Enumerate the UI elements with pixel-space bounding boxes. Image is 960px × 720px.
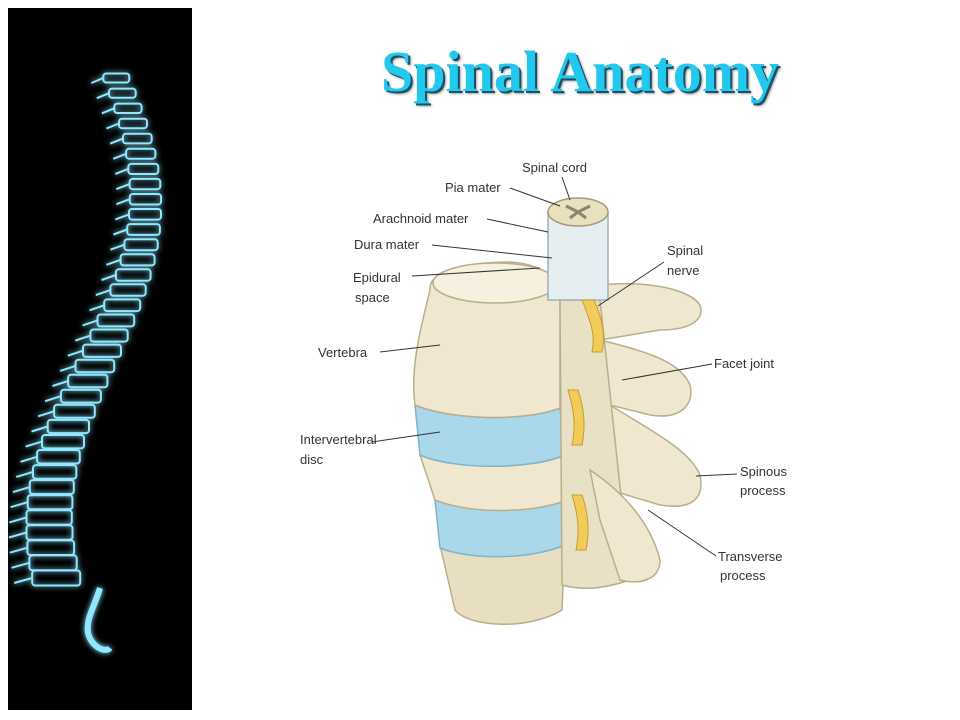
leader-pia-mater bbox=[509, 187, 561, 207]
label-spinal-nerve-line2: nerve bbox=[667, 263, 700, 278]
spinal-nerve-1 bbox=[581, 299, 605, 353]
xray-vertebrae bbox=[8, 72, 163, 587]
xray-process bbox=[67, 349, 84, 357]
label-arachnoid-mater: Arachnoid mater bbox=[373, 211, 469, 226]
xray-process bbox=[109, 137, 124, 145]
xray-process bbox=[52, 380, 69, 387]
grey-matter bbox=[565, 204, 591, 220]
xray-process bbox=[95, 289, 111, 297]
xray-process bbox=[82, 319, 98, 327]
xray-process bbox=[10, 501, 28, 509]
xray-vertebra bbox=[119, 253, 156, 267]
xray-process bbox=[116, 198, 131, 206]
xray-process bbox=[37, 410, 55, 418]
xray-vertebra bbox=[36, 449, 81, 465]
xray-vertebra bbox=[125, 147, 157, 160]
label-pia-mater: Pia mater bbox=[445, 180, 501, 195]
label-vertebra: Vertebra bbox=[318, 345, 368, 360]
xray-process bbox=[101, 274, 117, 281]
leader-intervertebral-disc bbox=[371, 431, 441, 443]
xray-process bbox=[110, 243, 125, 251]
xray-process bbox=[8, 531, 27, 539]
xray-process bbox=[11, 561, 30, 569]
lower-vertebral-body bbox=[439, 539, 566, 625]
label-transverse-process-line1: Transverse bbox=[718, 549, 783, 564]
spinal-cord-column bbox=[547, 211, 609, 301]
leader-spinous-process bbox=[695, 473, 738, 477]
xray-vertebra bbox=[103, 298, 142, 313]
lower-spinous-process bbox=[609, 403, 702, 507]
xray-process bbox=[96, 92, 110, 100]
label-epidural-space-line2: space bbox=[355, 290, 390, 305]
xray-process bbox=[15, 470, 34, 478]
xray-spine-panel bbox=[8, 8, 192, 710]
leader-arachnoid-mater bbox=[486, 218, 549, 233]
xray-process bbox=[89, 304, 105, 312]
xray-process bbox=[74, 334, 91, 342]
xray-process bbox=[12, 486, 31, 494]
xray-process bbox=[9, 516, 27, 524]
xray-sacrum bbox=[84, 587, 113, 653]
label-dura-mater: Dura mater bbox=[354, 237, 420, 252]
vertebral-endplate bbox=[432, 262, 558, 304]
xray-process bbox=[115, 213, 130, 221]
xray-process bbox=[59, 364, 76, 372]
xray-vertebra bbox=[128, 177, 162, 191]
leader-dura-mater bbox=[431, 244, 553, 259]
spinal-nerve-3 bbox=[571, 494, 589, 551]
leader-transverse-process bbox=[647, 509, 717, 557]
xray-process bbox=[44, 395, 62, 403]
label-spinous-process-line2: process bbox=[740, 483, 786, 498]
xray-process bbox=[112, 152, 127, 160]
xray-vertebra bbox=[128, 208, 162, 221]
spinal-nerve-2 bbox=[567, 389, 585, 446]
xray-process bbox=[113, 228, 128, 236]
label-spinous-process-line1: Spinous bbox=[740, 464, 787, 479]
xray-process bbox=[25, 440, 43, 448]
leader-spinal-nerve bbox=[597, 261, 665, 307]
xray-process bbox=[31, 425, 48, 433]
xray-process bbox=[9, 546, 28, 554]
middle-spinous-process bbox=[599, 338, 692, 417]
slide-title: Spinal Anatomy bbox=[380, 39, 780, 104]
xray-process bbox=[106, 258, 121, 266]
xray-process bbox=[90, 77, 104, 84]
leader-spinal-cord bbox=[561, 176, 571, 201]
label-epidural-space-line1: Epidural bbox=[353, 270, 401, 285]
label-spinal-nerve-line1: Spinal bbox=[667, 243, 703, 258]
xray-process bbox=[13, 577, 33, 584]
leader-epidural-space bbox=[411, 267, 541, 277]
xray-process bbox=[101, 107, 115, 115]
xray-vertebra bbox=[109, 283, 147, 297]
xray-process bbox=[115, 183, 130, 191]
xray-spine-illustration bbox=[8, 72, 163, 653]
xray-vertebra bbox=[122, 132, 153, 145]
leader-facet-joint bbox=[621, 363, 713, 381]
xray-process bbox=[20, 455, 38, 463]
transverse-process-shape bbox=[588, 468, 661, 583]
xray-process bbox=[114, 167, 129, 175]
label-spinal-cord: Spinal cord bbox=[522, 160, 587, 175]
leader-vertebra bbox=[379, 344, 441, 353]
xray-vertebra bbox=[113, 102, 143, 114]
label-intervertebral-disc-line2: disc bbox=[300, 452, 324, 467]
label-facet-joint: Facet joint bbox=[714, 356, 774, 371]
xray-vertebra bbox=[28, 479, 75, 496]
label-intervertebral-disc-line1: Intervertebral bbox=[300, 432, 377, 447]
xray-vertebra bbox=[89, 328, 129, 343]
xray-process bbox=[106, 122, 120, 130]
xray-vertebra bbox=[59, 388, 102, 404]
xray-vertebra bbox=[118, 117, 148, 130]
label-transverse-process-line2: process bbox=[720, 568, 766, 583]
